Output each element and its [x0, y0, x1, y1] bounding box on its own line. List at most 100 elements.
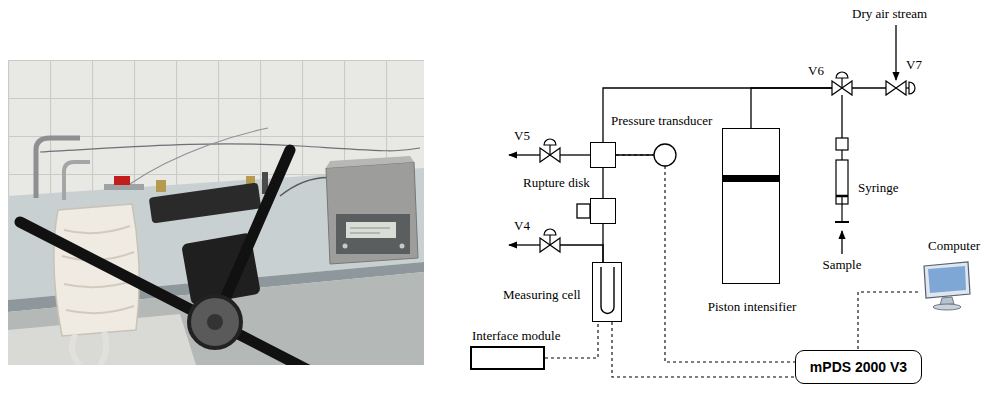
lab-photo	[54, 204, 139, 336]
rupture-disk-symbol	[577, 204, 590, 218]
lab-photo	[215, 150, 290, 322]
module-box: Interface module	[470, 346, 545, 370]
pipe-line	[603, 88, 832, 142]
part-label: V7	[906, 57, 922, 72]
valve-symbol	[909, 82, 915, 94]
lab-photo	[346, 222, 396, 238]
measuring-cell: Measuring cell	[592, 262, 622, 322]
lab-photo	[350, 228, 390, 233]
outlet-arrow	[509, 155, 540, 245]
valve-symbol	[540, 238, 560, 252]
valve-symbol	[549, 145, 550, 155]
lab-photo	[8, 60, 424, 365]
valve-symbol: V6	[832, 81, 852, 95]
outlet-arrow	[509, 244, 540, 245]
part-label: V4	[514, 218, 530, 233]
process-box	[591, 199, 615, 223]
valve-symbol: V4	[540, 238, 560, 252]
process-box: Rupture disk	[590, 198, 616, 224]
lab-photo	[40, 144, 420, 152]
computer-icon	[924, 262, 970, 298]
inlet-arrow	[841, 231, 842, 254]
lab-photo	[149, 182, 262, 223]
piston-intensifier	[723, 129, 779, 283]
valve-symbol	[550, 148, 560, 162]
part-label: V6	[808, 63, 824, 78]
valve-symbol	[832, 81, 842, 95]
pipe-line	[602, 168, 603, 198]
syringe-symbol	[841, 196, 842, 222]
pipe-line	[852, 87, 886, 88]
lab-photo	[156, 180, 166, 192]
part-label: Syringe	[858, 180, 898, 195]
part-label: Interface module	[472, 328, 560, 343]
valve-symbol	[550, 238, 560, 252]
lab-photo	[189, 296, 241, 348]
lab-photo	[336, 214, 410, 254]
valve-symbol	[842, 81, 852, 95]
signal-line	[612, 322, 795, 377]
measuring-cell	[593, 263, 621, 321]
lab-photo	[207, 314, 223, 330]
valve-symbol: V5	[540, 148, 560, 162]
signal-line	[858, 292, 918, 350]
computer-icon	[933, 304, 961, 310]
part-label: Computer	[928, 238, 980, 253]
rupture-disk-symbol	[577, 204, 590, 218]
valve-symbol	[544, 229, 556, 235]
lab-photo	[20, 222, 215, 322]
valve-symbol	[540, 238, 550, 252]
computer-icon	[918, 262, 972, 312]
valve-symbol	[886, 81, 906, 95]
computer-icon	[928, 266, 966, 293]
lab-photo	[114, 176, 130, 185]
process-box	[591, 143, 615, 167]
transducer-symbol	[616, 154, 654, 155]
syringe-symbol	[835, 221, 849, 223]
valve-symbol	[886, 81, 896, 95]
valve-symbol	[832, 81, 852, 95]
measuring-cell	[601, 267, 614, 314]
lab-photo	[130, 128, 268, 184]
pipe-line	[560, 154, 590, 155]
lab-photo	[8, 60, 424, 365]
module-box	[472, 348, 543, 368]
piston-intensifier	[723, 175, 779, 182]
transducer-symbol	[654, 144, 676, 166]
lab-photo	[62, 226, 136, 313]
lab-photo	[326, 156, 414, 168]
lab-photo	[400, 244, 405, 249]
box-text: mPDS 2000 V3	[810, 359, 907, 376]
inlet-arrow	[895, 25, 896, 80]
syringe-symbol	[841, 150, 842, 160]
inlet-arrow	[842, 25, 896, 254]
outlet-arrow	[509, 154, 540, 155]
part-label: Rupture disk	[523, 175, 590, 190]
pipe-line	[560, 245, 603, 262]
part-label: V5	[514, 128, 530, 143]
valve-symbol	[549, 235, 550, 245]
valve-symbol: V7	[886, 81, 906, 95]
part-label: Pressure transducer	[611, 113, 712, 128]
valve-symbol	[544, 139, 556, 145]
valve-symbol	[836, 72, 848, 78]
pipe-line	[841, 95, 842, 138]
part-label: Piston intensifier	[708, 299, 796, 314]
computer-icon: Computer	[918, 262, 972, 312]
valve-symbol	[540, 148, 550, 162]
piston-intensifier: Piston intensifier	[722, 128, 780, 284]
syringe-symbol	[836, 138, 848, 150]
lab-photo	[64, 162, 90, 200]
syringe-symbol: Syringe	[832, 138, 852, 228]
annotation-label: Dry air stream	[852, 6, 927, 21]
pipe-line	[751, 88, 832, 128]
valve-symbol	[896, 81, 906, 95]
lab-photo	[72, 332, 106, 365]
part-label: Measuring cell	[503, 287, 581, 302]
valve-symbol	[540, 148, 560, 162]
controller-box: mPDS 2000 V3	[795, 350, 922, 384]
process-box: Pressure transducer	[590, 142, 616, 168]
valve-symbol	[841, 78, 842, 88]
